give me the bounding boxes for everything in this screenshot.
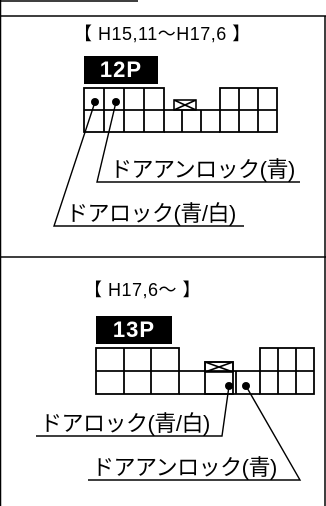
connector-badge-13p: 13P xyxy=(96,316,172,344)
leader-lines-top xyxy=(53,101,300,227)
crossed-box-icon xyxy=(204,361,234,373)
connector-badge-12p: 12P xyxy=(84,56,158,84)
date-range-bottom: 【 H17,6～ 】 xyxy=(84,280,202,300)
label-door-unlock-top: ドアアンロック(青) xyxy=(110,157,295,182)
label-door-lock-bottom: ドアロック(青/白) xyxy=(40,411,210,436)
connector-12p xyxy=(83,87,278,133)
leader-lines-bottom xyxy=(36,385,302,481)
label-door-lock-top: ドアロック(青/白) xyxy=(66,201,236,226)
crossed-box-icon xyxy=(173,99,197,111)
connector-13p xyxy=(95,347,315,395)
label-door-unlock-bottom: ドアアンロック(青) xyxy=(92,455,277,480)
date-range-top: 【 H15,11～H17,6 】 xyxy=(74,24,251,44)
